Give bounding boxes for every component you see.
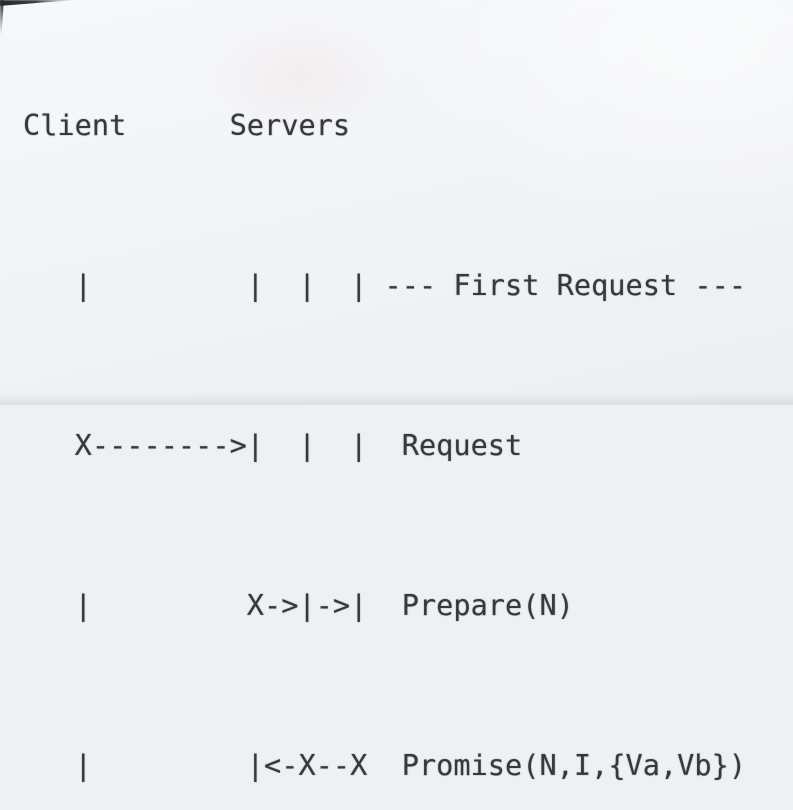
- flow-row-request: X-------->| | | Request: [23, 425, 746, 465]
- lifeline-art: | | | |: [23, 268, 385, 302]
- message-label: Promise(N,I,{Va,Vb}): [401, 748, 747, 782]
- header-gap: [126, 108, 229, 142]
- phase-header-label: --- First Request ---: [384, 268, 747, 302]
- flow-row-prepare: | X->|->| Prepare(N): [23, 585, 746, 625]
- ascii-paxos-diagram: Client Servers | | | | --- First Request…: [23, 25, 746, 810]
- flow-row-phase-header: | | | | --- First Request ---: [23, 265, 746, 305]
- message-arrows: | |<-X--X: [23, 748, 402, 782]
- message-label: Request: [401, 428, 523, 462]
- screenshot-frame: Client Servers | | | | --- First Request…: [0, 0, 793, 782]
- flow-row-promise: | |<-X--X Promise(N,I,{Va,Vb}): [23, 745, 746, 785]
- message-arrows: X-------->| | |: [23, 428, 402, 462]
- servers-column-label: Servers: [229, 108, 351, 142]
- message-label: Prepare(N): [401, 588, 574, 622]
- video-edge-artifact-left: [0, 0, 4, 38]
- message-arrows: | X->|->|: [23, 588, 402, 622]
- diagram-header-row: Client Servers: [23, 105, 746, 145]
- video-edge-artifact-top: [0, 0, 78, 6]
- client-column-label: Client: [23, 108, 127, 142]
